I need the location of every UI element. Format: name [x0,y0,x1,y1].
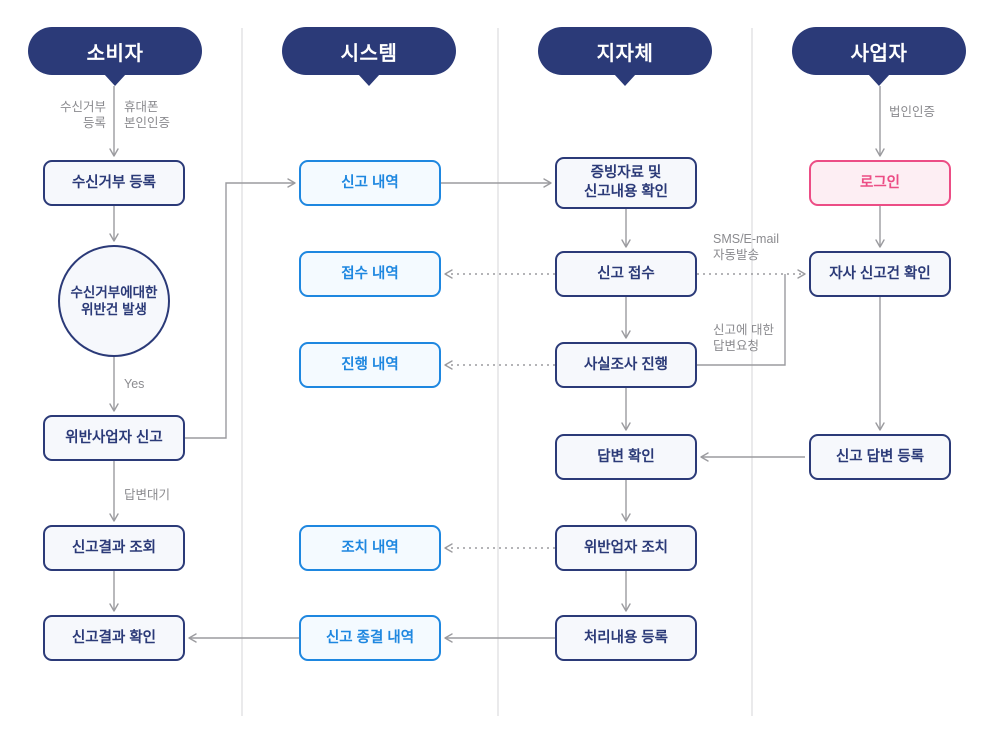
node-report-history[interactable]: 신고 내역 [299,160,441,206]
node-report-violator[interactable]: 위반사업자 신고 [43,415,185,461]
node-action-history[interactable]: 조치 내역 [299,525,441,571]
node-evidence-check[interactable]: 증빙자료 및 신고내용 확인 [555,157,697,209]
node-fact-survey[interactable]: 사실조사 진행 [555,342,697,388]
node-result-lookup[interactable]: 신고결과 조회 [43,525,185,571]
edge-label-sms-email: SMS/E-mail 자동발송 [713,232,779,263]
node-own-report-check[interactable]: 자사 신고건 확인 [809,251,951,297]
node-progress-history[interactable]: 진행 내역 [299,342,441,388]
lane-divider-group [241,28,753,716]
node-process-register[interactable]: 처리내용 등록 [555,615,697,661]
lane-header-consumer-label: 소비자 [86,42,144,65]
edge-label-corp-auth: 법인인증 [889,105,936,119]
edge-label-answer-request: 신고에 대한 답변요청 [713,323,774,354]
node-receipt-history[interactable]: 접수 내역 [299,251,441,297]
lane-pointer-icon [358,74,380,86]
node-suspend-register[interactable]: 수신거부 등록 [43,160,185,206]
edge-label-yes: Yes [124,377,145,391]
node-violator-action[interactable]: 위반업자 조치 [555,525,697,571]
lane-pointer-icon [104,74,126,86]
edge-report-to-history [185,178,296,439]
lane-pointer-icon [614,74,636,86]
node-answer-register[interactable]: 신고 답변 등록 [809,434,951,480]
lane-header-business[interactable]: 사업자 [792,27,966,86]
lane-header-system-label: 시스템 [340,42,398,65]
node-report-received[interactable]: 신고 접수 [555,251,697,297]
node-result-confirm[interactable]: 신고결과 확인 [43,615,185,661]
lane-header-gov[interactable]: 지자체 [538,27,712,86]
edge-label-reject-register: 수신거부 등록 [59,100,106,131]
lane-header-consumer[interactable]: 소비자 [28,27,202,86]
edge-label-phone-auth: 휴대폰 본인인증 [124,100,171,131]
edge-survey-to-own-check [697,274,786,366]
node-login[interactable]: 로그인 [809,160,951,206]
node-answer-confirm[interactable]: 답변 확인 [555,434,697,480]
lane-pointer-icon [868,74,890,86]
lane-header-gov-label: 지자체 [596,42,654,65]
edge-label-await-answer: 답변대기 [124,488,171,502]
node-violation-occurs[interactable]: 수신거부에대한 위반건 발생 [58,245,170,357]
lane-header-business-label: 사업자 [850,42,908,65]
node-closure-history[interactable]: 신고 종결 내역 [299,615,441,661]
lane-header-system[interactable]: 시스템 [282,27,456,86]
